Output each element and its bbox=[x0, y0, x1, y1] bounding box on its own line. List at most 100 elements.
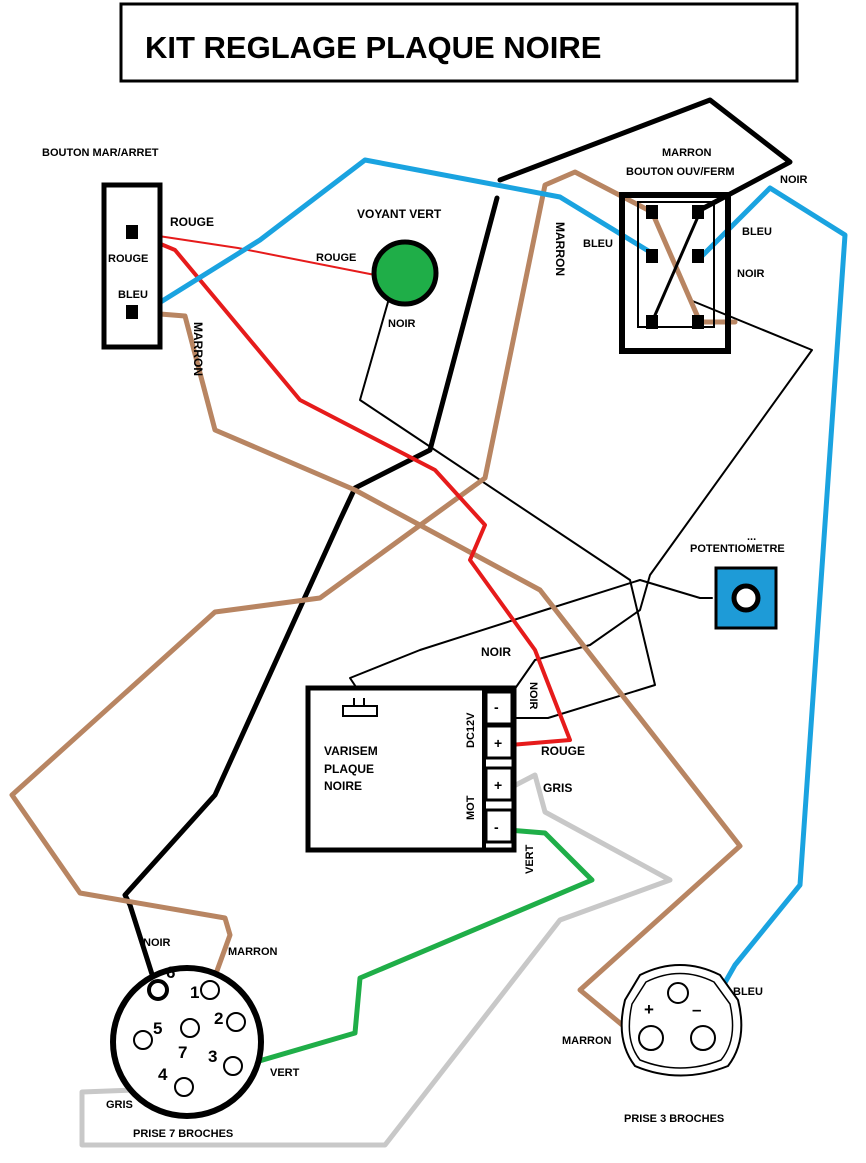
switch-onoff-term-top-label: ROUGE bbox=[108, 253, 148, 265]
controller-terminal-4 bbox=[484, 808, 514, 844]
switch-openclose: MARRON BOUTON OUV/FERM bbox=[619, 147, 735, 354]
wire-green bbox=[232, 827, 595, 1071]
switch-openclose-term-tl bbox=[646, 205, 658, 219]
label-marron-top: MARRON bbox=[553, 222, 567, 276]
plug7-pin-1 bbox=[200, 980, 220, 1000]
controller-title-1: VARISEM bbox=[324, 744, 378, 758]
wire-blue-marar bbox=[132, 157, 658, 321]
controller-group-motor: MOT bbox=[465, 795, 477, 820]
label-bleu-plug3: BLEU bbox=[733, 986, 763, 998]
wire-grey bbox=[79, 772, 673, 1148]
plug3: + – PRISE 3 BROCHES bbox=[620, 964, 743, 1125]
label-rouge-ctrl: ROUGE bbox=[541, 744, 585, 758]
switch-onoff: BOUTON MAR/ARRET ROUGE BLEU bbox=[42, 147, 163, 350]
label-noir-top-right: NOIR bbox=[780, 174, 808, 186]
wire-black-thick-main bbox=[497, 97, 793, 213]
plug7-pin-3 bbox=[223, 1056, 243, 1076]
controller-terminal-1 bbox=[484, 690, 514, 726]
label-gris-plug7: GRIS bbox=[106, 1099, 133, 1111]
plug7-pin-label-4: 4 bbox=[158, 1065, 168, 1084]
plug3-body-inner bbox=[628, 972, 734, 1069]
switch-openclose-term-br bbox=[692, 315, 704, 329]
wire-black-switch-to-ctrl bbox=[499, 299, 813, 711]
label-marron-plug3: MARRON bbox=[562, 1035, 612, 1047]
label-gris-ctrl: GRIS bbox=[543, 781, 572, 795]
plug7-pin-label-7: 7 bbox=[178, 1043, 187, 1062]
controller-connector bbox=[342, 705, 378, 717]
plug7-pin-label-1: 1 bbox=[190, 983, 199, 1002]
plug7: 6 1 2 5 7 3 4 PRISE 7 BROCHES bbox=[110, 963, 264, 1140]
switch-onoff-title: BOUTON MAR/ARRET bbox=[42, 147, 159, 159]
controller-title-3: NOIRE bbox=[324, 779, 362, 793]
plug3-title: PRISE 3 BROCHES bbox=[624, 1113, 724, 1125]
controller-terminal-1-sign: - bbox=[494, 699, 499, 715]
lamp: VOYANT VERT bbox=[357, 207, 442, 307]
switch-openclose-term-ml bbox=[646, 249, 658, 263]
label-noir-above-ctrl: NOIR bbox=[481, 645, 511, 659]
label-vert-plug7: VERT bbox=[270, 1067, 300, 1079]
wire-blue-plug3 bbox=[695, 185, 848, 1033]
controller-terminal-2-sign: + bbox=[494, 735, 502, 751]
switch-openclose-body bbox=[619, 192, 731, 354]
switch-openclose-inner bbox=[637, 201, 715, 328]
switch-openclose-term-mr bbox=[692, 249, 704, 263]
switch-onoff-term-bottom-label: BLEU bbox=[118, 289, 148, 301]
potentiometer-dots: ... bbox=[747, 531, 756, 543]
label-marron-switch: MARRON bbox=[191, 322, 205, 376]
plug7-body bbox=[110, 965, 264, 1119]
label-noir-vertical: NOIR bbox=[527, 682, 539, 710]
plug7-pin-2 bbox=[226, 1012, 246, 1032]
wire-labels: ROUGE MARRON ROUGE NOIR MARRON BLEU BLEU… bbox=[106, 174, 808, 1111]
plug7-pin-4 bbox=[174, 1077, 194, 1097]
wire-black-lamp bbox=[359, 294, 656, 719]
plug7-pin-label-3: 3 bbox=[208, 1047, 217, 1066]
wires bbox=[9, 97, 848, 1148]
wire-black-pot-to-ctrl bbox=[349, 579, 713, 691]
label-vert-ctrl: VERT bbox=[524, 844, 536, 874]
lamp-bulb bbox=[371, 239, 439, 307]
label-noir-lamp: NOIR bbox=[388, 318, 416, 330]
switch-openclose-term-tr bbox=[692, 205, 704, 219]
label-bleu-right: BLEU bbox=[742, 226, 772, 238]
plug3-pin-minus bbox=[690, 1025, 716, 1051]
label-marron-plug7: MARRON bbox=[228, 946, 278, 958]
plug3-pin-top bbox=[667, 982, 689, 1004]
switch-openclose-title-2: BOUTON OUV/FERM bbox=[626, 166, 735, 178]
wire-brown-marar bbox=[132, 309, 743, 1041]
controller: - + + - VARISEM PLAQUE NOIRE DC12V MOT bbox=[305, 685, 517, 853]
potentiometer: ... POTENTIOMETRE bbox=[690, 531, 785, 630]
switch-openclose-title-1: MARRON bbox=[662, 147, 712, 159]
wire-red-lamp bbox=[131, 231, 376, 276]
potentiometer-knob bbox=[731, 583, 761, 613]
controller-terminal-2 bbox=[484, 724, 514, 760]
label-rouge-switch: ROUGE bbox=[170, 215, 214, 229]
controller-group-power: DC12V bbox=[465, 712, 477, 748]
plug7-pin-6 bbox=[147, 979, 169, 1001]
wire-brown-switch bbox=[9, 169, 655, 993]
controller-title-2: PLAQUE bbox=[324, 762, 374, 776]
switch-onoff-terminal-top bbox=[126, 225, 138, 239]
lamp-title: VOYANT VERT bbox=[357, 207, 442, 221]
switch-openclose-term-bl bbox=[646, 315, 658, 329]
potentiometer-title: POTENTIOMETRE bbox=[690, 543, 785, 555]
label-noir-plug7: NOIR bbox=[143, 937, 171, 949]
plug3-plus-label: + bbox=[644, 1000, 654, 1019]
label-bleu-left: BLEU bbox=[583, 238, 613, 250]
plug3-minus-label: – bbox=[692, 1000, 701, 1019]
title-box bbox=[119, 2, 799, 83]
controller-terminal-3-sign: + bbox=[494, 777, 502, 793]
plug3-pin-plus bbox=[638, 1025, 664, 1051]
plug7-pin-5 bbox=[133, 1030, 153, 1050]
switch-onoff-terminal-bottom bbox=[126, 305, 138, 319]
switch-openclose-cross-a bbox=[650, 211, 702, 323]
plug7-pin-label-2: 2 bbox=[214, 1009, 223, 1028]
diagram-title: KIT REGLAGE PLAQUE NOIRE bbox=[145, 30, 601, 65]
plug7-pin-7 bbox=[180, 1018, 200, 1038]
controller-terminal-3 bbox=[484, 766, 514, 802]
switch-onoff-body bbox=[101, 182, 163, 350]
plug7-pin-label-5: 5 bbox=[153, 1019, 162, 1038]
plug7-title: PRISE 7 BROCHES bbox=[133, 1128, 233, 1140]
wire-red-main bbox=[130, 230, 572, 747]
controller-terminal-4-sign: - bbox=[494, 819, 499, 835]
